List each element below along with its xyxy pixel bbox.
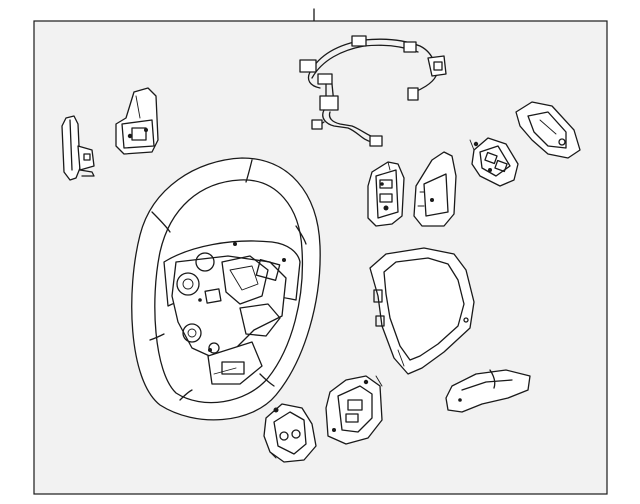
left-paddle-shifter	[61, 115, 95, 181]
lower-left-switch	[263, 403, 317, 463]
left-paddle-switch	[115, 87, 159, 155]
wiring-harness	[299, 35, 447, 147]
right-switch-bezel	[515, 101, 581, 159]
lower-center-switch	[325, 375, 383, 445]
right-control-switch	[469, 137, 519, 187]
left-switch-bezel	[413, 151, 457, 227]
steering-wheel-assembly	[131, 157, 321, 421]
left-control-switch	[367, 161, 405, 227]
lower-right-trim	[445, 369, 531, 413]
lower-trim-cover	[369, 247, 475, 375]
